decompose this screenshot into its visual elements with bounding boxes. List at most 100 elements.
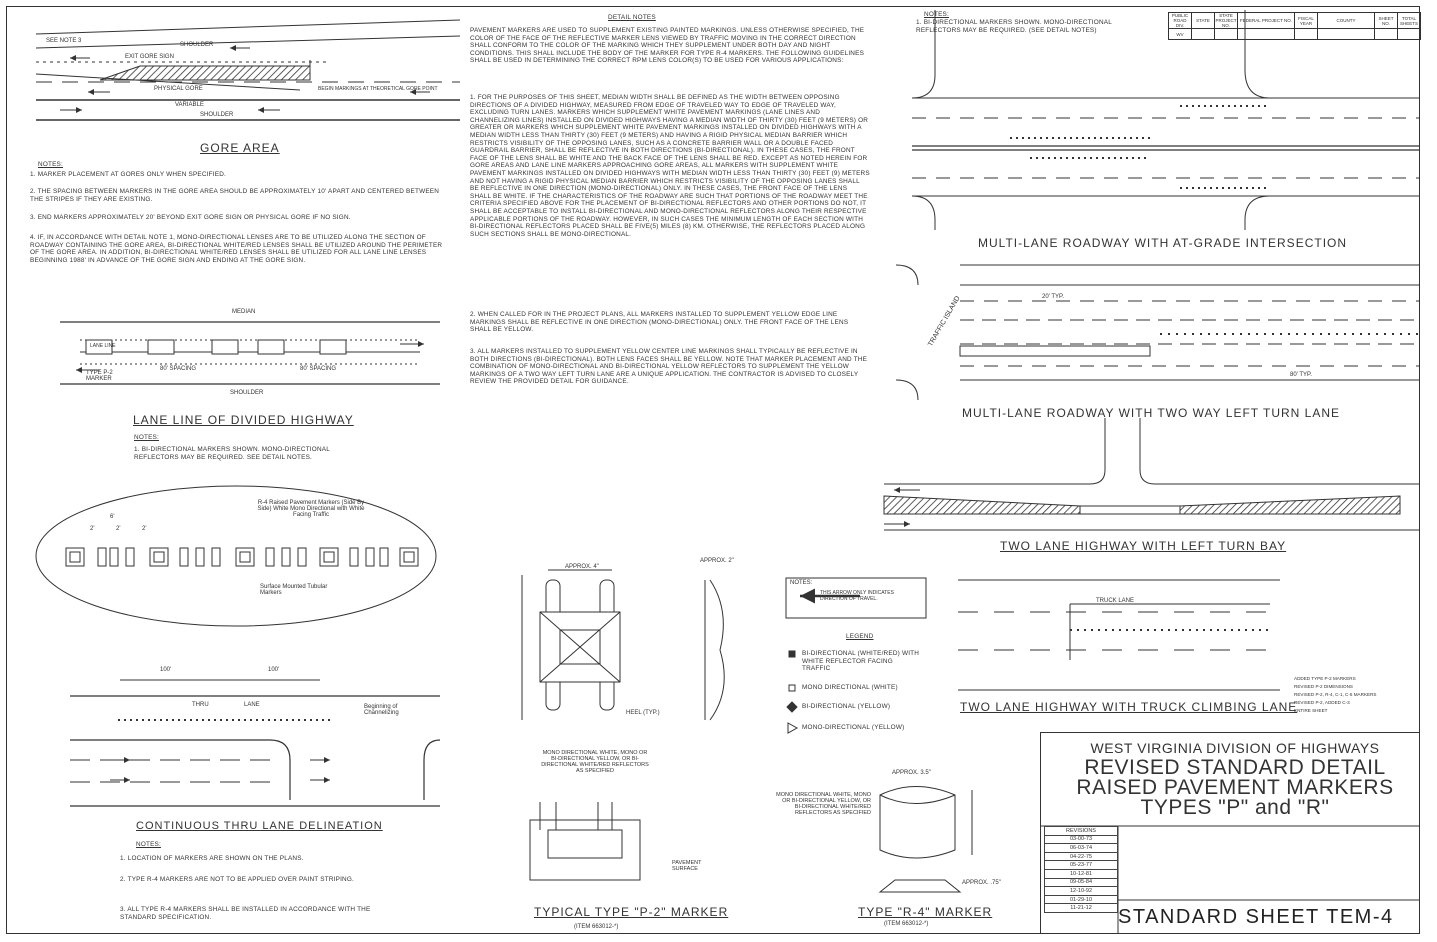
lane-median: MEDIAN: [232, 309, 256, 315]
twltl-title: MULTI-LANE ROADWAY WITH TWO WAY LEFT TUR…: [962, 406, 1341, 420]
table-cell: [1397, 28, 1421, 40]
detail-notes-intro: PAVEMENT MARKERS ARE USED TO SUPPLEMENT …: [470, 27, 865, 65]
tubular-dim-2c: 2': [142, 526, 147, 532]
revision-date: 06-03-74: [1044, 843, 1118, 853]
lane-shoulder: SHOULDER: [230, 390, 264, 396]
gore-note-1: 1. MARKER PLACEMENT AT GORES ONLY WHEN S…: [30, 171, 226, 178]
legend-item-4: MONO-DIRECTIONAL (YELLOW): [802, 724, 905, 731]
detail-notes-heading: DETAIL NOTES: [608, 14, 656, 21]
continuous-dim-1: 100': [160, 667, 172, 673]
table-cell: [1317, 28, 1375, 40]
table-header: FEDERAL PROJECT NO.: [1237, 12, 1295, 29]
twltl-dim-20: 20' TYP.: [1042, 294, 1064, 300]
revision-date: 03-00-73: [1044, 834, 1118, 845]
lane-notes-heading: NOTES:: [134, 434, 159, 441]
lane-line-title: LANE LINE OF DIVIDED HIGHWAY: [133, 413, 354, 427]
revisions-label: REVISIONS: [1044, 826, 1118, 836]
intersection-drawing: [911, 10, 1420, 230]
gore-variable: VARIABLE: [175, 102, 204, 108]
revision-note-4: REVISED P-2, ADDED C-3: [1294, 700, 1350, 705]
continuous-title: CONTINUOUS THRU LANE DELINEATION: [136, 820, 383, 832]
table-header: STATE PROJECT NO.: [1214, 12, 1238, 29]
gore-physical: PHYSICAL GORE: [154, 86, 203, 92]
p2-approx-2: APPROX. 2": [700, 558, 734, 564]
legend-item-2: MONO DIRECTIONAL (WHITE): [802, 684, 898, 691]
r4-mono-note: MONO DIRECTIONAL WHITE, MONO OR BI-DIREC…: [776, 792, 871, 816]
table-header: COUNTY: [1317, 12, 1375, 29]
gore-see-note: SEE NOTE 3: [46, 38, 82, 44]
continuous-thru-lane-drawing: [70, 679, 441, 807]
revision-date: 05-23-77: [1044, 860, 1118, 870]
continuous-note-2: 2. TYPE R-4 MARKERS ARE NOT TO BE APPLIE…: [120, 876, 355, 883]
r4-marker-drawing: [878, 786, 973, 893]
r4-title: TYPE "R-4" MARKER: [858, 905, 993, 919]
p2-title: TYPICAL TYPE "P-2" MARKER: [534, 905, 729, 919]
legend-symbols: [785, 577, 927, 734]
r4-approx-2: APPROX. .75": [962, 880, 1001, 886]
tubular-dim-2a: 2': [90, 526, 95, 532]
revision-date: 01-29-10: [1044, 894, 1118, 905]
revision-date: 12-10-92: [1044, 886, 1118, 896]
tubular-markers-oval: [35, 485, 437, 627]
lane-spacing-1: 80' SPACING: [160, 366, 197, 372]
table-cell: [1294, 28, 1318, 40]
tubular-callout-top: R-4 Raised Pavement Markers (Side By Sid…: [257, 500, 365, 518]
title-block-agency: WEST VIRGINIA DIVISION OF HIGHWAYS: [1090, 740, 1380, 756]
sheet-border: [6, 6, 1420, 934]
legend-item-1: BI-DIRECTIONAL (WHITE/RED) WITH WHITE RE…: [802, 650, 920, 673]
tubular-marker-row: [65, 547, 419, 567]
continuous-lane: LANE: [244, 702, 260, 708]
table-header: STATE: [1191, 12, 1215, 29]
revision-date: 09-05-84: [1044, 877, 1118, 888]
table-header: FISCAL YEAR: [1294, 12, 1318, 29]
truck-lane-label: TRUCK LANE: [1096, 598, 1135, 604]
gore-shoulder-top: SHOULDER: [180, 42, 214, 48]
gore-area-title: GORE AREA: [200, 141, 280, 155]
right-notes-heading: NOTES:: [924, 11, 949, 18]
continuous-notes-heading: NOTES:: [136, 841, 161, 848]
table-cell: [1374, 28, 1398, 40]
title-block: [1040, 732, 1420, 934]
table-cell: [1191, 28, 1215, 40]
table-cell: [1237, 28, 1295, 40]
revision-note-5: ENTIRE SHEET: [1294, 708, 1328, 713]
detail-note-3: 3. ALL MARKERS INSTALLED TO SUPPLEMENT Y…: [470, 348, 868, 386]
legend-notes-heading: NOTES:: [790, 580, 813, 586]
gore-exit-sign: EXIT GORE SIGN: [125, 54, 174, 60]
p2-item: (ITEM 663012-*): [574, 924, 619, 930]
truck-climbing-drawing: [958, 579, 1280, 691]
title-line-3: TYPES "P" and "R": [1140, 796, 1330, 819]
continuous-note-3: 3. ALL TYPE R-4 MARKERS SHALL BE INSTALL…: [120, 906, 371, 921]
title-block-main: REVISED STANDARD DETAIL RAISED PAVEMENT …: [1060, 757, 1410, 819]
legend-item-3: BI-DIRECTIONAL (YELLOW): [802, 703, 891, 710]
project-info-table: PUBLIC ROAD DIV. STATE STATE PROJECT NO.…: [1168, 12, 1421, 40]
revision-date: 10-12-81: [1044, 868, 1118, 879]
revision-note-2: REVISED P-2 DIMENSIONS: [1294, 684, 1353, 689]
lane-line-label: Lane Line: [90, 343, 116, 349]
gore-note-2: 2. THE SPACING BETWEEN MARKERS IN THE GO…: [30, 188, 440, 203]
tubular-dim-2b: 2': [116, 526, 121, 532]
table-cell: [1214, 28, 1238, 40]
revision-note-3: REVISED P-2, R-4, C-1, C-5 MARKERS: [1294, 692, 1377, 697]
left-turn-bay-title: TWO LANE HIGHWAY WITH LEFT TURN BAY: [1000, 539, 1287, 553]
gore-area-drawing: [35, 19, 461, 121]
p2-approx-1: APPROX. 4": [565, 564, 599, 570]
lane-spacing-2: 80' SPACING: [300, 366, 337, 372]
tubular-dim-6: 6': [110, 514, 115, 520]
standard-sheet-number: STANDARD SHEET TEM-4: [1118, 906, 1394, 928]
lane-note: 1. BI-DIRECTIONAL MARKERS SHOWN. MONO-DI…: [134, 446, 330, 461]
continuous-thru: THRU: [192, 702, 209, 708]
detail-note-1: 1. FOR THE PURPOSES OF THIS SHEET, MEDIA…: [470, 94, 870, 238]
twltl-dim-80: 80' TYP.: [1290, 372, 1312, 378]
title-line-2: RAISED PAVEMENT MARKERS: [1076, 776, 1394, 799]
revision-note-1: ADDED TYPE P-2 MARKERS: [1294, 676, 1356, 681]
p2-marker-drawing: [521, 569, 725, 881]
legend-heading: LEGEND: [846, 633, 874, 640]
continuous-channel: Beginning of Channelizing: [364, 704, 399, 716]
continuous-note-1: 1. LOCATION OF MARKERS ARE SHOWN ON THE …: [120, 855, 304, 862]
gore-note-4: 4. IF, IN ACCORDANCE WITH DETAIL NOTE 1,…: [30, 234, 443, 264]
gore-note-3: 3. END MARKERS APPROXIMATELY 20' BEYOND …: [30, 214, 351, 221]
right-note: 1. BI-DIRECTIONAL MARKERS SHOWN. MONO-DI…: [916, 19, 1112, 34]
